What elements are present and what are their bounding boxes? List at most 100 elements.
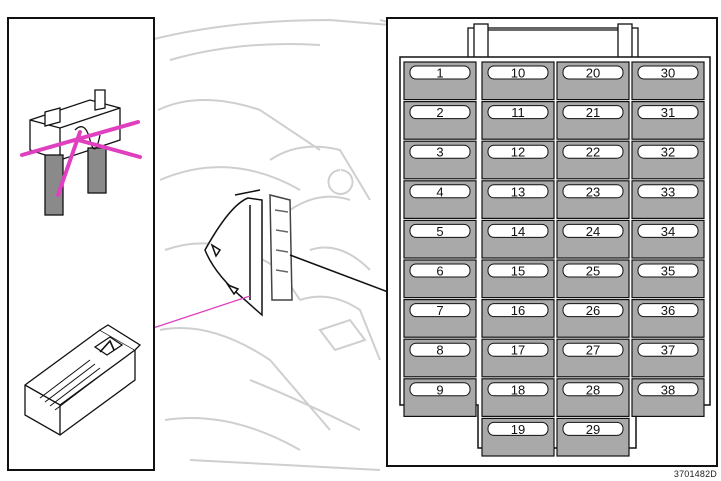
fuse-number: 7 bbox=[436, 303, 443, 318]
fuse-slot-37: 37 bbox=[631, 338, 705, 378]
fuse-label-plate bbox=[487, 382, 549, 397]
fuse-label-plate bbox=[562, 421, 624, 436]
fuse-slot-13: 13 bbox=[481, 180, 555, 220]
fuse-number: 31 bbox=[661, 105, 675, 120]
fuse-label-plate bbox=[409, 65, 471, 80]
fuse-label-plate bbox=[637, 105, 699, 120]
fuse-number: 24 bbox=[586, 224, 600, 239]
fuse-number: 3 bbox=[436, 145, 443, 160]
fuse-label-plate bbox=[487, 421, 549, 436]
fuse-slot-21: 21 bbox=[556, 100, 630, 140]
puller-pointer-line bbox=[137, 295, 251, 334]
fuse-label-plate bbox=[562, 65, 624, 80]
fuse-label-plate bbox=[409, 303, 471, 318]
fuse-label-plate bbox=[487, 65, 549, 80]
fuse-slot-18: 18 bbox=[481, 378, 555, 417]
fuse-slot-22: 22 bbox=[556, 140, 630, 180]
fuse-number: 22 bbox=[586, 145, 600, 160]
fuse-label-plate bbox=[409, 382, 471, 397]
fuse-number: 16 bbox=[511, 303, 525, 318]
fuse-number: 10 bbox=[511, 66, 525, 81]
fuse-number: 34 bbox=[661, 224, 675, 239]
fuse-number: 18 bbox=[511, 382, 525, 397]
fuse-slot-6: 6 bbox=[403, 259, 477, 299]
fuse-slot-34: 34 bbox=[631, 219, 705, 259]
fuse-number: 9 bbox=[436, 382, 443, 397]
fuse-number: 14 bbox=[511, 224, 525, 239]
fuse-label-plate bbox=[409, 223, 471, 238]
fuse-slot-32: 32 bbox=[631, 140, 705, 180]
fuse-slot-29: 29 bbox=[556, 417, 630, 457]
fuse-number: 5 bbox=[436, 224, 443, 239]
fuse-label-plate bbox=[487, 263, 549, 278]
fuse-label-plate bbox=[637, 342, 699, 357]
fuse-slot-30: 30 bbox=[631, 61, 705, 101]
fuse-number: 35 bbox=[661, 264, 675, 279]
fuse-label-plate bbox=[637, 184, 699, 199]
fuse-slot-36: 36 bbox=[631, 299, 705, 338]
fuse-grid: 1234567891011121314151617181920212223242… bbox=[403, 61, 705, 457]
fuse-label-plate bbox=[637, 382, 699, 397]
fuse-label-plate bbox=[637, 303, 699, 318]
fuse-label-plate bbox=[487, 184, 549, 199]
fuse-slot-2: 2 bbox=[403, 100, 477, 140]
fuse-slot-19: 19 bbox=[481, 417, 555, 457]
fuse-number: 11 bbox=[511, 105, 525, 120]
fuse-label-plate bbox=[487, 223, 549, 238]
fuse-number: 20 bbox=[586, 66, 600, 81]
fuse-label-plate bbox=[637, 65, 699, 80]
fuse-number: 38 bbox=[661, 382, 675, 397]
fuse-box: 1234567891011121314151617181920212223242… bbox=[386, 17, 718, 467]
fuse-slot-14: 14 bbox=[481, 219, 555, 259]
fuse-number: 13 bbox=[511, 184, 525, 199]
fuse-slot-1: 1 bbox=[403, 61, 477, 101]
fuse-label-plate bbox=[409, 184, 471, 199]
fuse-slot-10: 10 bbox=[481, 61, 555, 101]
fuse-label-plate bbox=[562, 105, 624, 120]
fuse-label-plate bbox=[409, 144, 471, 159]
fuse-number: 8 bbox=[436, 343, 443, 358]
fuse-number: 23 bbox=[586, 184, 600, 199]
fuse-number: 33 bbox=[661, 184, 675, 199]
fuse-slot-35: 35 bbox=[631, 259, 705, 299]
fuse-slot-9: 9 bbox=[403, 378, 477, 417]
fuse-slot-20: 20 bbox=[556, 61, 630, 101]
fuse-label-plate bbox=[637, 263, 699, 278]
fuse-label-plate bbox=[409, 105, 471, 120]
fuse-number: 17 bbox=[511, 343, 525, 358]
fuse-number: 32 bbox=[661, 145, 675, 160]
fuse-number: 27 bbox=[586, 343, 600, 358]
fuse-slot-33: 33 bbox=[631, 180, 705, 220]
fuse-slot-38: 38 bbox=[631, 378, 705, 417]
fuse-slot-15: 15 bbox=[481, 259, 555, 299]
fuse-number: 6 bbox=[436, 264, 443, 279]
fuse-number: 12 bbox=[511, 145, 525, 160]
fuse-slot-26: 26 bbox=[556, 299, 630, 338]
fuse-number: 15 bbox=[511, 264, 525, 279]
fuse-label-plate bbox=[562, 223, 624, 238]
fuse-slot-31: 31 bbox=[631, 100, 705, 140]
fuse-slot-3: 3 bbox=[403, 140, 477, 180]
fuse-slot-25: 25 bbox=[556, 259, 630, 299]
fuse-label-plate bbox=[487, 342, 549, 357]
fuse-slot-5: 5 bbox=[403, 219, 477, 259]
fuse-label-plate bbox=[562, 263, 624, 278]
fuse-puller-icon bbox=[24, 324, 142, 436]
fuse-number: 25 bbox=[586, 264, 600, 279]
side-panel-icon bbox=[204, 189, 293, 317]
fuse-number: 19 bbox=[511, 422, 525, 437]
fuse-number: 4 bbox=[436, 184, 443, 199]
fuse-label-plate bbox=[562, 184, 624, 199]
fuse-label-plate bbox=[562, 303, 624, 318]
fuse-number: 2 bbox=[436, 105, 443, 120]
fuse-label-plate bbox=[637, 223, 699, 238]
callout-line bbox=[289, 254, 389, 293]
fuse-label-plate bbox=[562, 144, 624, 159]
fuse-label-plate bbox=[562, 342, 624, 357]
fuse-label-plate bbox=[637, 144, 699, 159]
fuse-number: 26 bbox=[586, 303, 600, 318]
fuse-number: 29 bbox=[586, 422, 600, 437]
fuse-slot-12: 12 bbox=[481, 140, 555, 180]
fuse-number: 37 bbox=[661, 343, 675, 358]
fuse-label-plate bbox=[487, 144, 549, 159]
